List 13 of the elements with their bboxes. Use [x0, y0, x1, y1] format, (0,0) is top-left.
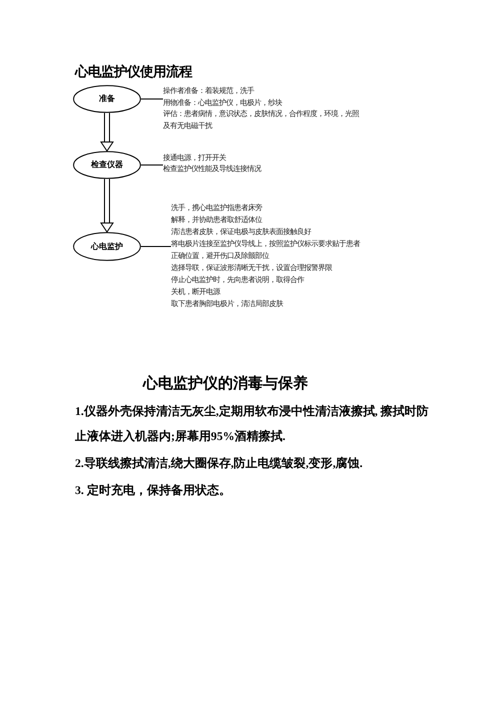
block-arrow [100, 112, 114, 152]
step-ellipse: 准备 [73, 85, 141, 113]
connector-line [140, 164, 164, 166]
body-text: 3. 定时充电，保持备用状态。 [75, 482, 232, 498]
step-ellipse: 检查仪器 [73, 151, 141, 179]
section-heading: 心电监护仪的消毒与保养 [143, 374, 308, 392]
step-ellipse: 心电监护 [73, 232, 141, 261]
body-text: 1.仪器外壳保持清洁无灰尘,定期用软布浸中性清洁液擦拭, 擦拭时防止液体进入机器内;屏幕用95%酒精擦拭. [75, 402, 430, 444]
block-arrow [100, 178, 114, 232]
connector-line [140, 98, 164, 100]
diagram-title: 心电监护仪使用流程 [75, 65, 192, 81]
connector-line [140, 246, 172, 247]
body-text: 2.导联线擦拭清洁,绕大圈保存,防止电缆皱裂,变形,腐蚀. [75, 454, 364, 472]
